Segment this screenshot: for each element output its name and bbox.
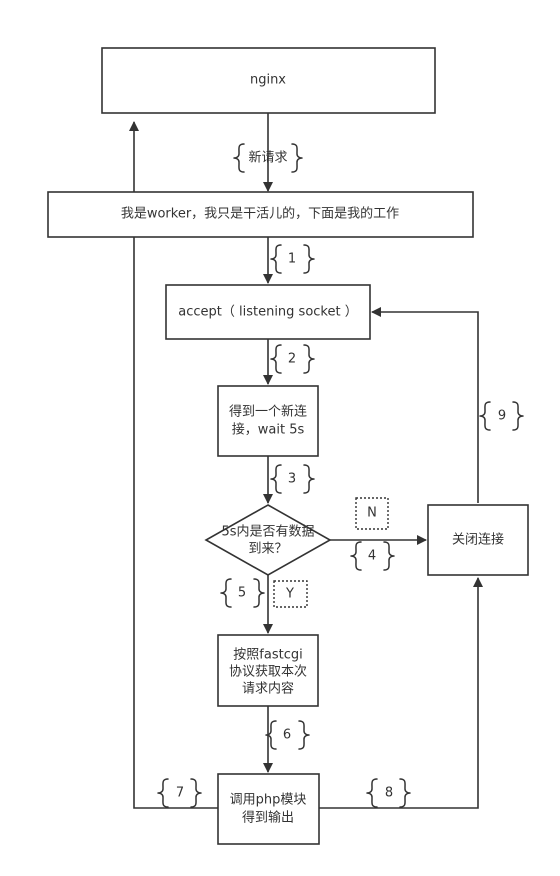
step6-number: 6 (283, 728, 291, 743)
brace-step7-left (157, 778, 169, 808)
brace-step1-right (303, 244, 315, 274)
accept-box (165, 284, 371, 340)
connector-close-to-accept (371, 307, 479, 503)
php-box (217, 773, 320, 845)
brace-step3-right (303, 464, 315, 494)
brace-step4-left (350, 541, 362, 571)
brace-step5-right (253, 578, 265, 608)
new-request-label: 新请求 (248, 150, 287, 166)
nginx-label: nginx (250, 73, 286, 88)
brace-step3-left (270, 464, 282, 494)
brace-step2-left (270, 344, 282, 374)
brace-step9-right (512, 401, 524, 431)
decision-label-line1: 5s内是否有数据 (221, 524, 314, 540)
decision-label-line2: 到来？ (248, 542, 287, 557)
connector-php-to-close (319, 577, 483, 809)
connector-php-to-worker-loop (133, 237, 218, 809)
step9-number: 9 (498, 409, 506, 424)
nginx-box (101, 47, 436, 114)
fastcgi-label-line1: 按照fastcgi (233, 648, 302, 663)
step3-number: 3 (288, 472, 296, 487)
brace-step6-left (265, 720, 277, 750)
decision-diamond (204, 504, 332, 576)
worker-label: 我是worker，我只是干活儿的，下面是我的工作 (121, 206, 399, 222)
close-connection-box (427, 504, 529, 576)
php-label-line2: 得到输出 (242, 810, 294, 826)
php-label-line1: 调用php模块 (230, 793, 307, 808)
brace-step6-right (298, 720, 310, 750)
brace-step4-right (383, 541, 395, 571)
step8-number: 8 (385, 786, 393, 801)
fastcgi-box (217, 634, 319, 707)
brace-step8-left (366, 778, 378, 808)
step5-number: 5 (238, 586, 246, 601)
fastcgi-label-line3: 请求内容 (242, 681, 294, 697)
step1-number: 1 (288, 252, 296, 267)
get-connection-box (217, 385, 319, 457)
branch-no-box (355, 497, 389, 530)
accept-label: accept（ listening socket ） (178, 305, 357, 320)
branch-no-label: N (367, 506, 377, 521)
brace-new-request-right (291, 143, 303, 173)
get-connection-label-line1: 得到一个新连 (229, 404, 307, 420)
step2-number: 2 (288, 352, 296, 367)
brace-step1-left (270, 244, 282, 274)
get-connection-label-line2: 接，wait 5s (232, 422, 305, 438)
step4-number: 4 (368, 549, 376, 564)
branch-yes-box (273, 580, 308, 608)
brace-step8-right (399, 778, 411, 808)
brace-step2-right (303, 344, 315, 374)
brace-step9-left (479, 401, 491, 431)
brace-step5-left (220, 578, 232, 608)
fastcgi-label-line2: 协议获取本次 (229, 664, 307, 680)
branch-yes-label: Y (285, 587, 294, 602)
step7-number: 7 (176, 786, 184, 801)
brace-step7-right (190, 778, 202, 808)
brace-new-request-left (233, 143, 245, 173)
close-connection-label: 关闭连接 (452, 532, 504, 548)
worker-box (47, 191, 474, 238)
